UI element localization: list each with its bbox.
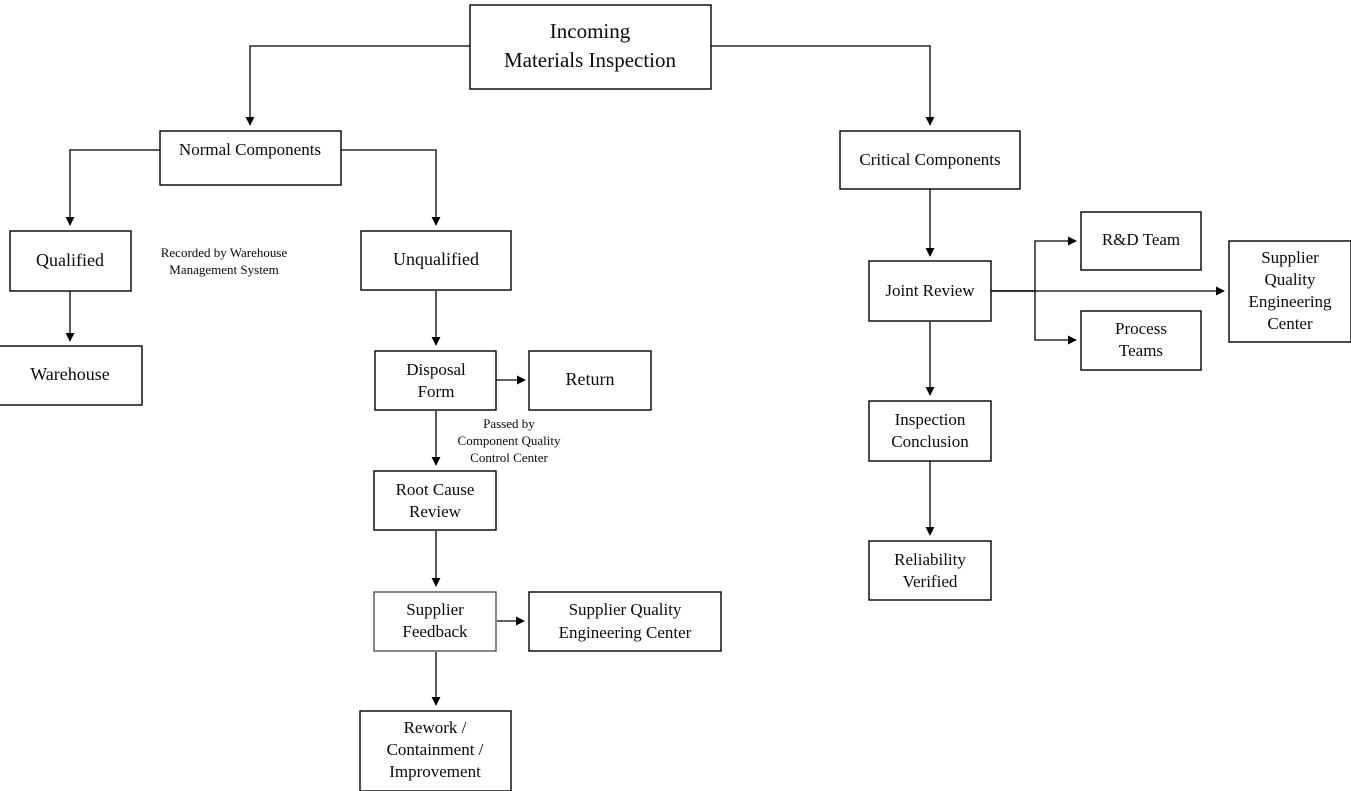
node-root-cause-review[interactable]: Root Cause Review bbox=[373, 470, 497, 531]
node-sqec-mid-label-1: Supplier Quality bbox=[569, 600, 682, 619]
edge-label-warehouse-note-1: Recorded by Warehouse bbox=[161, 245, 288, 260]
node-supplier-feedback-label-2: Feedback bbox=[402, 622, 468, 641]
edge-label-disposal-note-3: Control Center bbox=[470, 450, 548, 465]
node-supplier-quality-engineering-center-mid[interactable]: Supplier Quality Engineering Center bbox=[528, 591, 722, 652]
node-disposal-form-label-2: Form bbox=[418, 382, 455, 401]
edge-jointreview-to-process bbox=[991, 290, 1077, 345]
node-sqec-right-label-2: Quality bbox=[1265, 270, 1316, 289]
edge-incoming-to-critical bbox=[711, 45, 935, 126]
node-qualified[interactable]: Qualified bbox=[9, 230, 132, 292]
edges-layer bbox=[65, 45, 1225, 706]
edge-label-disposal-note-2: Component Quality bbox=[458, 433, 561, 448]
node-joint-review[interactable]: Joint Review bbox=[868, 260, 992, 322]
node-incoming-materials-inspection[interactable]: Incoming Materials Inspection bbox=[469, 4, 712, 90]
edge-label-disposal-note-1: Passed by bbox=[483, 416, 535, 431]
node-sqec-mid-label-2: Engineering Center bbox=[559, 623, 692, 642]
node-disposal-form-label-1: Disposal bbox=[406, 360, 466, 379]
node-qualified-label: Qualified bbox=[36, 250, 104, 270]
node-warehouse[interactable]: Warehouse bbox=[0, 345, 143, 406]
node-root-cause-label-1: Root Cause bbox=[396, 480, 475, 499]
node-normal-components[interactable]: Normal Components bbox=[159, 130, 342, 186]
node-return[interactable]: Return bbox=[528, 350, 652, 411]
nodes-layer: Incoming Materials Inspection Normal Com… bbox=[0, 4, 1351, 791]
node-reliability-verified-label-1: Reliability bbox=[894, 550, 966, 569]
node-normal-components-label: Normal Components bbox=[179, 140, 321, 159]
node-incoming-label-1: Incoming bbox=[550, 19, 631, 43]
node-unqualified-label: Unqualified bbox=[393, 249, 479, 269]
node-rnd-team-label: R&D Team bbox=[1102, 230, 1180, 249]
node-sqec-right-label-1: Supplier bbox=[1261, 248, 1319, 267]
edge-normal-to-qualified bbox=[65, 149, 160, 226]
edge-incoming-to-normal bbox=[245, 45, 470, 126]
node-unqualified[interactable]: Unqualified bbox=[360, 230, 512, 291]
node-joint-review-label: Joint Review bbox=[885, 281, 975, 300]
node-rnd-team[interactable]: R&D Team bbox=[1080, 211, 1202, 271]
node-disposal-form[interactable]: Disposal Form bbox=[374, 350, 497, 411]
node-process-teams-label-2: Teams bbox=[1119, 341, 1163, 360]
edge-label-warehouse-note-2: Management System bbox=[169, 262, 278, 277]
node-supplier-feedback[interactable]: Supplier Feedback bbox=[373, 591, 497, 652]
node-sqec-right-label-3: Engineering bbox=[1248, 292, 1332, 311]
node-rework-label-3: Improvement bbox=[389, 762, 481, 781]
node-inspection-conclusion[interactable]: Inspection Conclusion bbox=[868, 400, 992, 462]
node-incoming-label-2: Materials Inspection bbox=[504, 48, 677, 72]
node-inspection-conclusion-label-2: Conclusion bbox=[891, 432, 969, 451]
node-critical-components[interactable]: Critical Components bbox=[839, 130, 1021, 190]
node-rework-label-1: Rework / bbox=[404, 718, 467, 737]
edge-labels-layer: Recorded by Warehouse Management System … bbox=[161, 245, 561, 465]
node-process-teams-label-1: Process bbox=[1115, 319, 1167, 338]
node-rework-label-2: Containment / bbox=[387, 740, 484, 759]
edge-jointreview-to-rnd bbox=[991, 236, 1077, 292]
node-return-label: Return bbox=[566, 369, 615, 389]
node-reliability-verified-label-2: Verified bbox=[903, 572, 958, 591]
node-root-cause-label-2: Review bbox=[409, 502, 462, 521]
node-supplier-quality-engineering-center-right[interactable]: Supplier Quality Engineering Center bbox=[1228, 240, 1351, 343]
edge-normal-to-unqualified bbox=[341, 149, 441, 226]
node-warehouse-label: Warehouse bbox=[30, 364, 110, 384]
node-sqec-right-label-4: Center bbox=[1267, 314, 1313, 333]
node-critical-components-label: Critical Components bbox=[859, 150, 1000, 169]
node-inspection-conclusion-label-1: Inspection bbox=[895, 410, 966, 429]
node-reliability-verified[interactable]: Reliability Verified bbox=[868, 540, 992, 601]
node-supplier-feedback-label-1: Supplier bbox=[406, 600, 464, 619]
node-rework-containment-improvement[interactable]: Rework / Containment / Improvement bbox=[359, 710, 512, 791]
node-process-teams[interactable]: Process Teams bbox=[1080, 310, 1202, 371]
